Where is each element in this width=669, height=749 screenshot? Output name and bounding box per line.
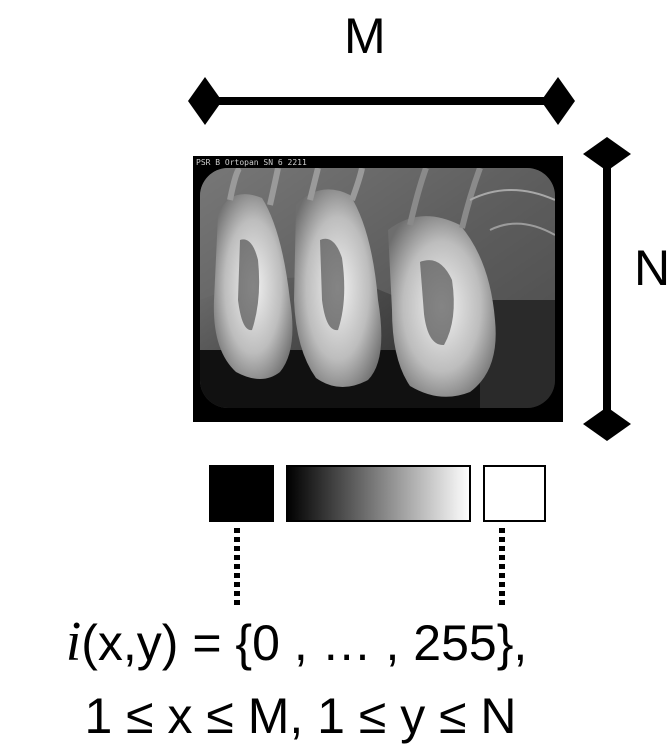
height-arrow [583, 137, 631, 441]
gradient-swatch [287, 466, 470, 521]
value-leader-lines [237, 528, 502, 606]
function-symbol: i [66, 611, 82, 673]
white-swatch [484, 466, 545, 521]
function-definition: (x,y) = {0 , … , 255}, [81, 615, 527, 671]
coordinate-constraints: 1 ≤ x ≤ M, 1 ≤ y ≤ N [0, 688, 635, 744]
intensity-scale [210, 466, 545, 521]
xray-image [193, 156, 563, 422]
black-swatch [210, 466, 273, 521]
xray-caption: PSR B Ortopan SN 6 2211 [196, 158, 307, 167]
intensity-formula: i(x,y) = {0 , … , 255}, [0, 614, 631, 671]
width-arrow [188, 77, 575, 125]
